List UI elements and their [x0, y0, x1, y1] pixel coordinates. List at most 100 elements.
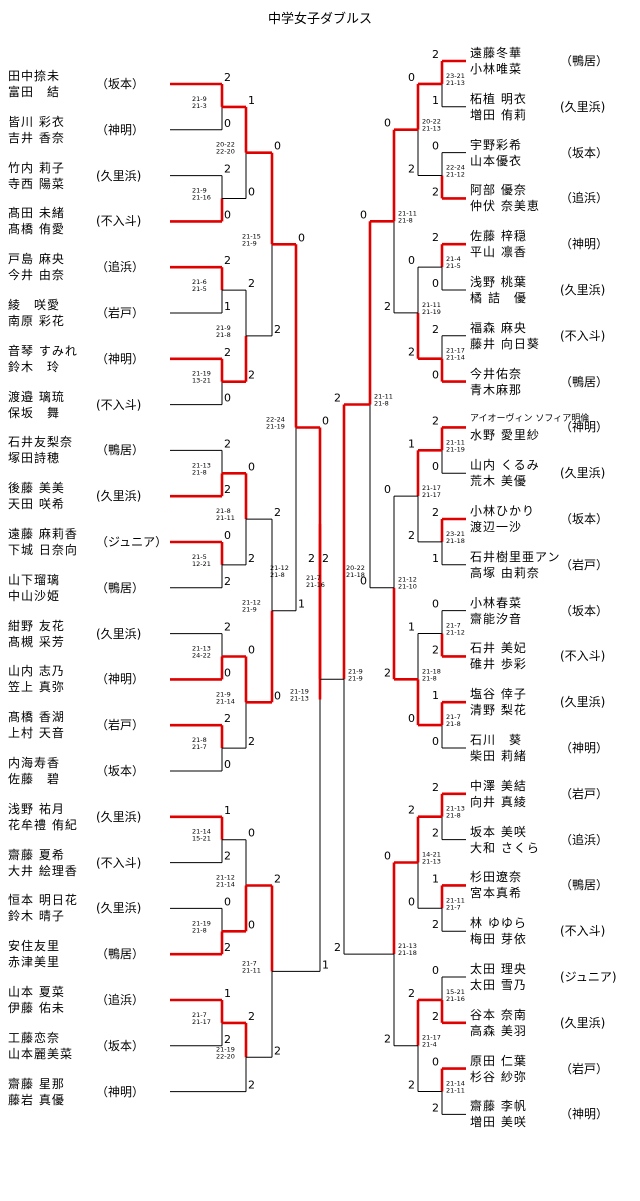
sets-won: 2: [432, 185, 439, 198]
player-name: 宇野彩希: [470, 137, 523, 152]
game-score: 21-19: [192, 370, 211, 378]
game-score: 21-7: [306, 574, 321, 582]
game-score: 21-16: [446, 995, 465, 1003]
entry-pair: 後藤 美美天田 咲希: [8, 480, 65, 512]
sets-won: 0: [224, 117, 231, 130]
player-name: 髙田 未緒: [8, 206, 65, 221]
game-score: 21-14: [216, 697, 235, 705]
entry-pair: 浅野 桃葉橘 詰 優: [470, 274, 527, 306]
sets-won: 0: [432, 140, 439, 153]
sets-won: 0: [432, 1056, 439, 1069]
game-score: 22-24: [446, 164, 465, 172]
game-score: 21-8: [270, 571, 285, 579]
sets-won: 0: [384, 850, 391, 863]
player-name: 田中捺未: [8, 69, 61, 83]
player-name: 阿部 優奈: [470, 183, 527, 198]
game-score: 21-8: [192, 468, 207, 476]
game-score: 21-19: [446, 445, 465, 453]
club-name: (ジュニア): [560, 970, 617, 984]
entry-pair: 柘植 明衣増田 侑莉: [470, 91, 527, 123]
club-name: （神明）: [560, 1107, 609, 1122]
club-name: （坂本）: [96, 764, 145, 778]
sets-won: 2: [248, 1079, 255, 1092]
player-name: 山下瑠璃: [8, 572, 61, 587]
game-score: 21-13: [446, 805, 465, 813]
player-name: アイオーヴィン ソフィア明倫: [470, 414, 590, 425]
club-name: （鴨居）: [96, 947, 145, 962]
club-name: （岩戸）: [560, 1061, 609, 1076]
sets-won: 0: [248, 827, 255, 840]
club-name: （坂本）: [560, 512, 609, 526]
game-score: 21-18: [446, 537, 465, 545]
entry-pair: 石井友梨奈塚田詩穂: [8, 434, 73, 466]
game-score: 21-17: [446, 347, 465, 355]
game-score: 21-6: [192, 278, 207, 286]
player-name: 上村 天音: [8, 726, 65, 741]
entry-pair: 皆川 彩衣吉井 香奈: [8, 114, 65, 146]
game-score: 21-8: [192, 926, 207, 934]
game-score: 21-11: [374, 393, 393, 401]
sets-won: 2: [334, 392, 341, 405]
player-name: 戸島 麻央: [8, 252, 65, 267]
entry-pair: 山内 くるみ荒木 美優: [470, 457, 540, 489]
game-score: 21-9: [348, 667, 363, 675]
player-name: 高森 美羽: [470, 1023, 527, 1038]
club-name: （岩戸）: [560, 786, 609, 801]
entry-pair: アイオーヴィン ソフィア明倫水野 愛里紗: [470, 411, 589, 443]
entry-pair: 杉田遼奈宮本真希: [470, 869, 522, 901]
player-name: 大井 絵理香: [8, 863, 78, 878]
entry-pair: 戸島 麻央今井 由奈: [8, 251, 65, 283]
player-name: 下城 日奈向: [8, 543, 78, 557]
game-score: 21-5: [192, 553, 207, 561]
entry-pair: 石井 美妃碓井 歩彩: [470, 640, 527, 672]
game-score: 21-11: [242, 966, 261, 974]
game-score: 21-17: [422, 1034, 441, 1042]
game-score: 21-8: [422, 674, 437, 682]
game-score: 21-8: [216, 331, 231, 339]
game-score: 21-15: [242, 232, 261, 240]
player-name: 赤津美里: [8, 955, 61, 970]
sets-won: 1: [224, 300, 231, 313]
club-name: (不入斗): [96, 214, 142, 229]
club-name: （坂本）: [96, 77, 145, 91]
entry-pair: 山下瑠璃中山沙姫: [8, 572, 60, 604]
game-score: 21-18: [398, 949, 417, 957]
entry-pair: 恒本 明日花鈴木 晴子: [8, 892, 78, 924]
club-name: (久里浜): [560, 283, 606, 297]
sets-won: 0: [360, 208, 367, 221]
player-name: 向井 真綾: [470, 794, 527, 809]
game-score: 21-14: [446, 1080, 465, 1088]
game-score: 21-18: [346, 571, 365, 579]
player-name: 杉田遼奈: [470, 870, 523, 885]
club-name: (久里浜): [96, 626, 142, 641]
entry-pair: 宇野彩希山本優衣: [470, 137, 522, 169]
sets-won: 2: [384, 1033, 391, 1046]
entry-pair: 小林ひかり渡辺一沙: [470, 503, 535, 535]
sets-won: 2: [408, 987, 415, 1000]
entry-pair: 田中捺未富田 結: [8, 68, 60, 100]
game-score: 21-9: [192, 95, 207, 103]
player-name: 中澤 美結: [470, 778, 527, 793]
game-score: 21-19: [266, 423, 285, 431]
club-name: （岩戸）: [96, 306, 145, 320]
player-name: 藤井 向日葵: [470, 336, 540, 351]
player-name: 山本 夏菜: [8, 985, 65, 999]
sets-won: 2: [432, 1010, 439, 1023]
club-name: （鴨居）: [560, 878, 609, 893]
sets-won: 2: [248, 552, 255, 565]
player-name: 塩谷 倖子: [470, 687, 527, 702]
entry-pair: 石川 葵柴田 莉緒: [470, 732, 527, 764]
sets-won: 0: [248, 460, 255, 473]
game-score: 21-9: [216, 690, 231, 698]
player-name: 遠藤 麻莉香: [8, 527, 78, 541]
game-score: 21-8: [398, 216, 413, 224]
game-score: 21-13: [290, 694, 309, 702]
game-score: 21-8: [192, 736, 207, 744]
entry-pair: 内海寿香佐藤 碧: [8, 755, 60, 787]
sets-won: 2: [432, 918, 439, 931]
game-score: 21-9: [192, 187, 207, 195]
player-name: 高塚 由莉奈: [470, 565, 540, 580]
player-name: 大和 さくら: [470, 840, 540, 855]
game-score: 13-21: [192, 377, 211, 385]
